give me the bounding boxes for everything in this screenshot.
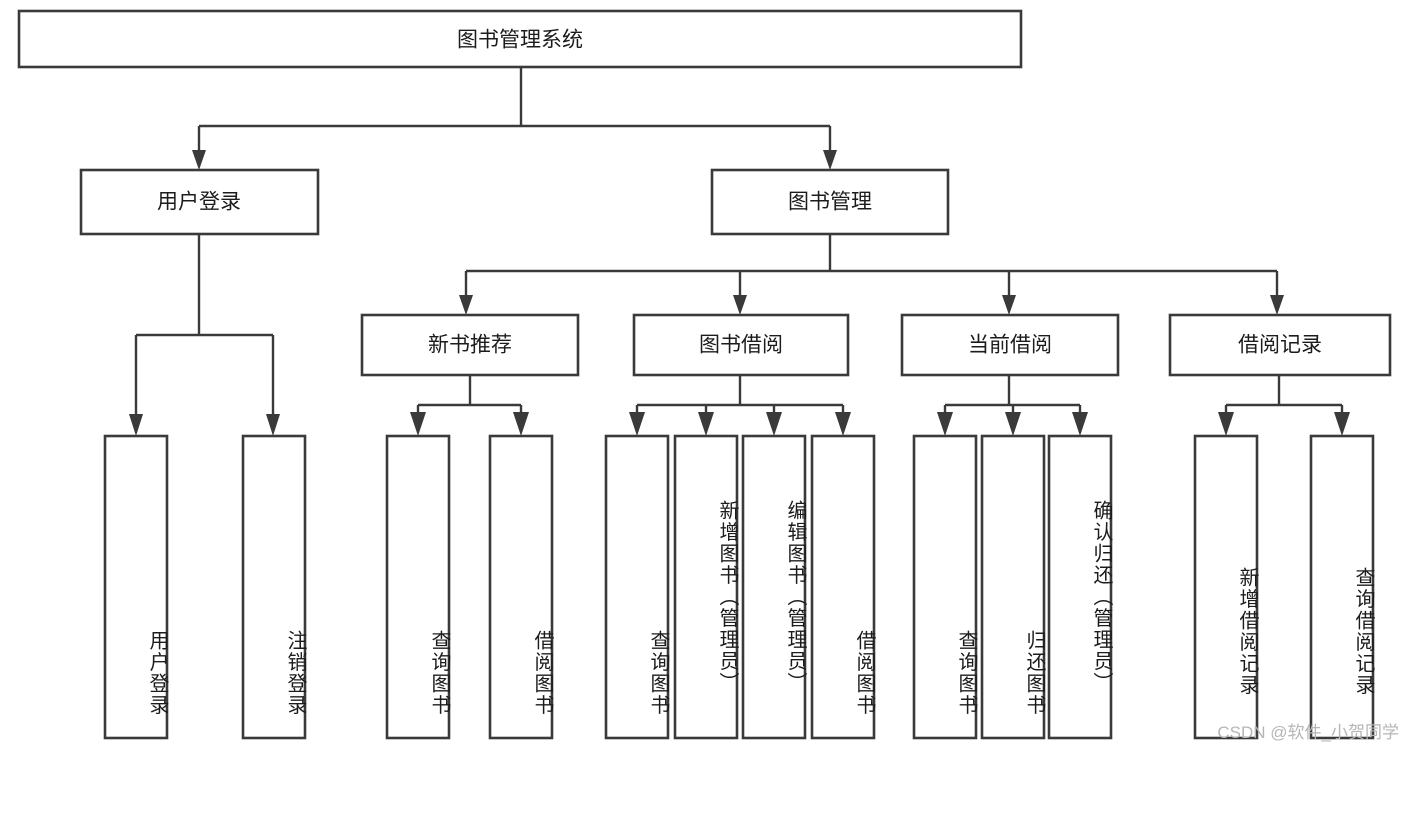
connector-group-root — [192, 67, 837, 170]
csdn-watermark: CSDN @软件_小贺同学 — [1217, 723, 1399, 742]
node-new-book-rec-label: 新书推荐 — [428, 334, 512, 357]
arrow-head-leaf-rec-borrow — [513, 412, 529, 436]
node-leaf-borrow-query-box[interactable] — [604, 434, 670, 740]
node-current-borrow-label: 当前借阅 — [968, 334, 1052, 357]
connector-group-user-login — [129, 234, 280, 436]
arrow-head-leaf-borrow-lend — [835, 412, 851, 436]
arrow-head-user-login — [192, 150, 206, 170]
arrow-head-leaf-cur-query — [937, 412, 953, 436]
node-leaf-user-login-box[interactable] — [103, 434, 169, 740]
node-current-borrow-box[interactable] — [900, 313, 1120, 377]
arrow-head-current-borrow — [1002, 295, 1016, 315]
arrow-head-leaf-user-login — [129, 414, 143, 436]
arrow-head-leaf-borrow-edit — [766, 412, 782, 436]
flowchart-diagram: 图书管理系统 用户登录 图书管理 新书推荐 图书借阅 当前借阅 借阅记录 — [17, 9, 1399, 742]
node-borrow-record[interactable]: 借阅记录 — [1168, 313, 1392, 377]
arrow-head-new-book-rec — [459, 295, 473, 315]
arrow-head-leaf-cur-confirm — [1072, 412, 1088, 436]
node-leaf-rec-search-box[interactable] — [1309, 434, 1375, 740]
node-book-borrow-label: 图书借阅 — [699, 334, 783, 357]
node-new-book-rec-box[interactable] — [360, 313, 580, 377]
node-leaf-cur-return-box[interactable] — [980, 434, 1046, 740]
connector-group-borrow-record — [1218, 375, 1350, 436]
connector-group-book-manage — [459, 234, 1284, 315]
flowchart-svg: 图书管理系统 用户登录 图书管理 新书推荐 图书借阅 当前借阅 借阅记录 — [17, 9, 1392, 740]
node-leaf-borrow-lend-box[interactable] — [810, 434, 876, 740]
arrow-head-leaf-borrow-add — [698, 412, 714, 436]
node-borrow-record-box[interactable] — [1168, 313, 1392, 377]
arrow-head-leaf-rec-search — [1334, 412, 1350, 436]
node-book-manage-label: 图书管理 — [788, 191, 872, 214]
node-root-label: 图书管理系统 — [457, 29, 583, 52]
connector-group-new-book-rec — [410, 375, 529, 436]
node-root-box[interactable] — [17, 9, 1023, 69]
node-leaf-logout-box[interactable] — [241, 434, 307, 740]
arrow-head-borrow-record — [1270, 295, 1284, 315]
arrow-head-leaf-cur-return — [1005, 412, 1021, 436]
node-user-login-label: 用户登录 — [157, 191, 241, 214]
node-leaf-cur-confirm-box[interactable] — [1047, 434, 1113, 740]
arrow-head-leaf-rec-query — [410, 412, 426, 436]
arrow-head-leaf-logout — [266, 414, 280, 436]
node-book-borrow[interactable]: 图书借阅 — [632, 313, 850, 377]
arrow-head-leaf-rec-add — [1218, 412, 1234, 436]
node-book-manage-box[interactable] — [710, 168, 950, 236]
node-leaf-borrow-edit-box[interactable] — [741, 434, 807, 740]
arrow-head-book-manage — [823, 150, 837, 170]
node-user-login[interactable]: 用户登录 — [79, 168, 320, 236]
node-new-book-rec[interactable]: 新书推荐 — [360, 313, 580, 377]
node-current-borrow[interactable]: 当前借阅 — [900, 313, 1120, 377]
connector-group-current-borrow — [937, 375, 1088, 436]
node-leaf-rec-query-box[interactable] — [385, 434, 451, 740]
connector-group-book-borrow — [629, 375, 851, 436]
node-leaf-rec-add-box[interactable] — [1193, 434, 1259, 740]
node-book-manage[interactable]: 图书管理 — [710, 168, 950, 236]
node-leaf-cur-query-box[interactable] — [912, 434, 978, 740]
node-root[interactable]: 图书管理系统 — [17, 9, 1023, 69]
node-book-borrow-box[interactable] — [632, 313, 850, 377]
node-user-login-box[interactable] — [79, 168, 320, 236]
arrow-head-book-borrow — [733, 295, 747, 315]
arrow-head-leaf-borrow-query — [629, 412, 645, 436]
node-leaf-rec-borrow-box[interactable] — [488, 434, 554, 740]
node-leaf-borrow-add-box[interactable] — [673, 434, 739, 740]
node-borrow-record-label: 借阅记录 — [1238, 334, 1322, 357]
